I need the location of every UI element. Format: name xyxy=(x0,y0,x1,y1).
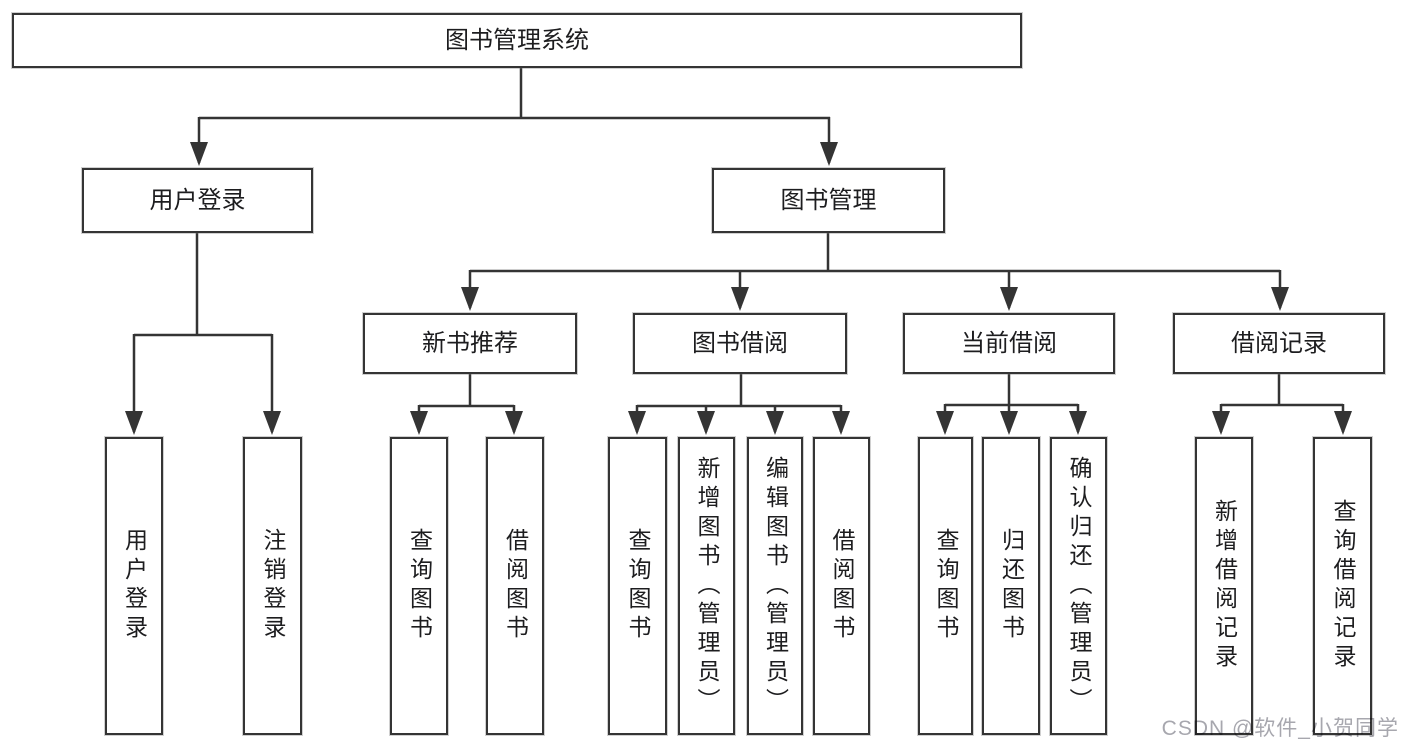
leaf-borrow-book: 借阅图书 xyxy=(486,437,544,735)
node-root: 图书管理系统 xyxy=(12,13,1022,68)
leaf-query-book: 查询图书 xyxy=(390,437,448,735)
leaf-query-book: 查询图书 xyxy=(918,437,973,735)
node-user-login: 用户登录 xyxy=(82,168,313,233)
watermark: CSDN @软件_小贺同学 xyxy=(1161,717,1399,740)
leaf-logout: 注销登录 xyxy=(243,437,302,735)
leaf-borrow-book: 借阅图书 xyxy=(813,437,870,735)
leaf-user-login: 用户登录 xyxy=(105,437,163,735)
leaf-edit-book-admin: 编辑图书（管理员） xyxy=(747,437,803,735)
node-book-management: 图书管理 xyxy=(712,168,945,233)
leaf-return-book: 归还图书 xyxy=(982,437,1040,735)
node-current-borrow: 当前借阅 xyxy=(903,313,1115,374)
leaf-query-book: 查询图书 xyxy=(608,437,667,735)
node-borrow-records: 借阅记录 xyxy=(1173,313,1385,374)
leaf-query-borrow-record: 查询借阅记录 xyxy=(1313,437,1372,735)
leaf-add-book-admin: 新增图书（管理员） xyxy=(678,437,735,735)
leaf-add-borrow-record: 新增借阅记录 xyxy=(1195,437,1253,735)
leaf-confirm-return-admin: 确认归还（管理员） xyxy=(1050,437,1107,735)
node-book-borrow: 图书借阅 xyxy=(633,313,847,374)
node-new-book-recommend: 新书推荐 xyxy=(363,313,577,374)
